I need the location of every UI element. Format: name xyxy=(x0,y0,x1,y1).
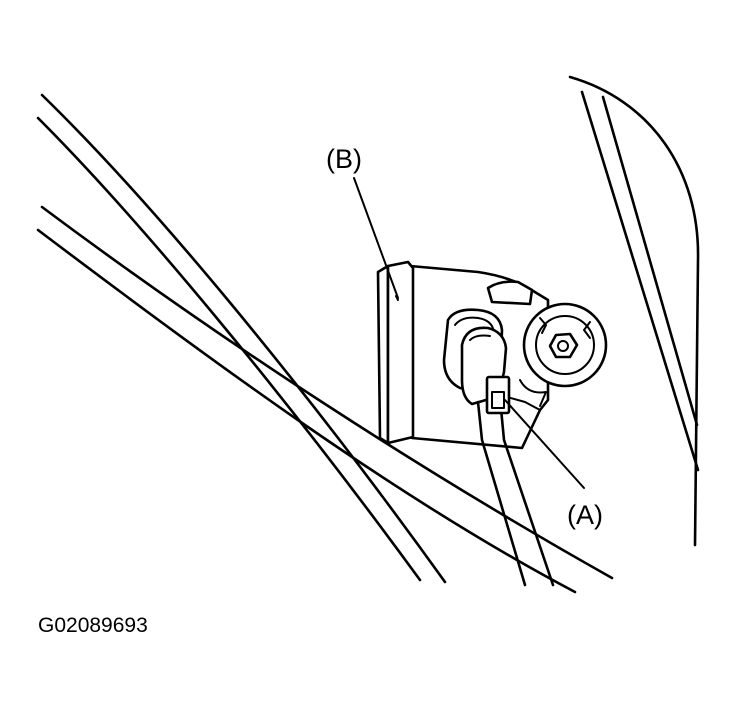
callout-label-b: (B) xyxy=(326,144,362,174)
frame-member-upper-edge-1 xyxy=(40,93,447,584)
harness-boot-detail xyxy=(469,334,491,341)
frame-member-upper-edge-2 xyxy=(36,116,422,582)
body-panel-inner-line-1 xyxy=(580,90,700,472)
figure-code: G02089693 xyxy=(38,614,148,637)
frame-member-lower-edge-1 xyxy=(40,205,614,580)
body-panel-inner-line-2 xyxy=(601,95,699,427)
connector-hex-nut xyxy=(548,332,579,359)
leader-line-b xyxy=(353,177,399,299)
connector-top-boss xyxy=(486,280,534,306)
bracket-plate-face xyxy=(386,260,415,445)
frame-member-lower-edge-2 xyxy=(36,228,577,594)
leader-line-a xyxy=(504,399,585,489)
harness-cable-left-edge xyxy=(476,400,527,587)
connector xyxy=(486,280,608,407)
callout-label-a: (A) xyxy=(567,500,603,530)
clip-a xyxy=(485,375,511,415)
body-panel-outer-curve xyxy=(568,75,700,547)
connector-nut-center xyxy=(557,340,569,352)
connector-base-flange xyxy=(519,379,547,407)
connector-inner-ring xyxy=(535,315,595,375)
frame-member-upper xyxy=(36,93,447,584)
bracket-plate-side xyxy=(376,264,390,445)
bracket-slot-inner xyxy=(454,316,495,376)
connector-tab-left xyxy=(539,317,547,334)
body-panel-right xyxy=(568,75,700,547)
connector-tab-right xyxy=(583,321,591,339)
frame-member-lower xyxy=(36,205,614,594)
